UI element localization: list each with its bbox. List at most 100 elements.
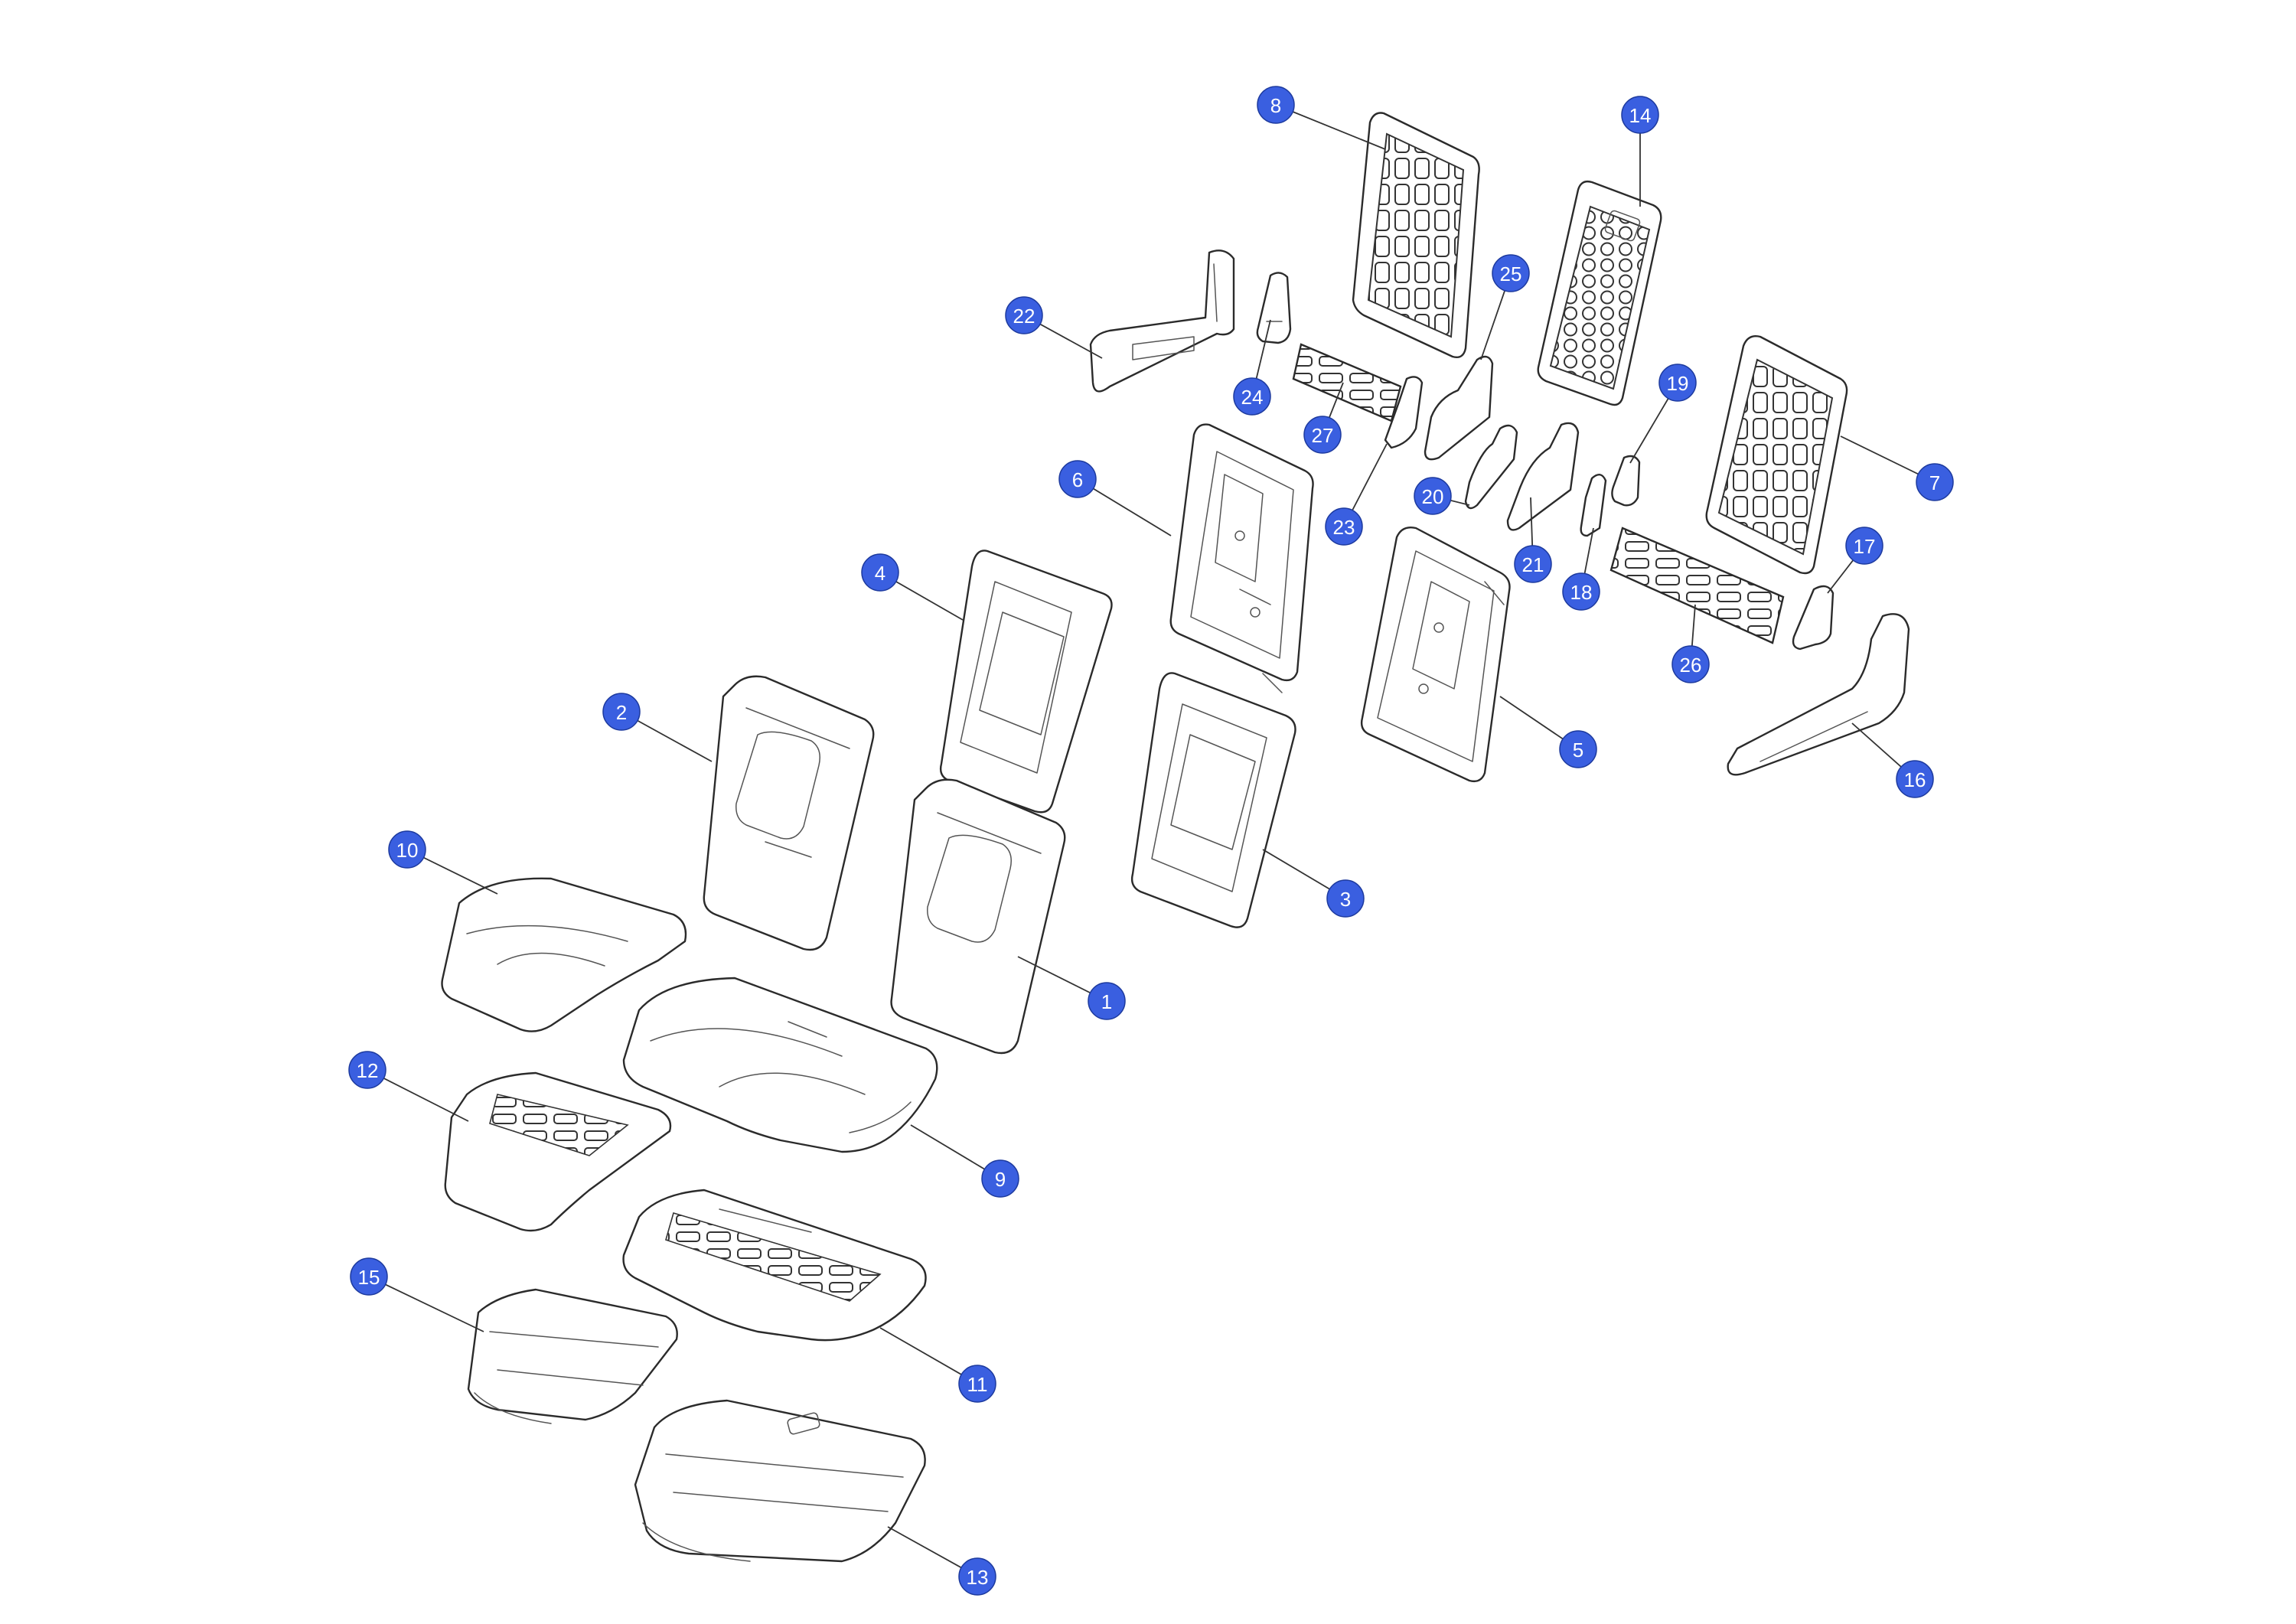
- callout-badge: [1559, 730, 1597, 768]
- callout-badge: [348, 1051, 386, 1089]
- callout-label: 23: [1333, 516, 1355, 539]
- callout-badge: [1303, 416, 1342, 454]
- callout-16: 16: [1896, 760, 1934, 798]
- callout-badge: [1058, 460, 1097, 498]
- part-18-bracket: [1580, 474, 1607, 537]
- part-24-bracket: [1256, 272, 1292, 344]
- part-14-backrest-mesh-panel: [1537, 180, 1662, 406]
- part-19-clip: [1611, 455, 1641, 507]
- callout-label: 14: [1629, 104, 1652, 127]
- callout-23: 23: [1325, 507, 1363, 546]
- callout-6: 6: [1058, 460, 1097, 498]
- callout-badge: [1326, 879, 1365, 918]
- part-4-backrest-pad: [939, 549, 1113, 814]
- callout-19: 19: [1658, 364, 1697, 402]
- callout-label: 19: [1667, 372, 1689, 395]
- part-26-mesh-strip: [1609, 527, 1785, 644]
- callout-badge: [1621, 96, 1659, 134]
- callout-label: 16: [1904, 768, 1926, 791]
- part-8-backrest-rear-panel: [1352, 112, 1480, 359]
- callout-9: 9: [981, 1159, 1019, 1198]
- callout-badge: [602, 693, 641, 731]
- callout-badge: [1514, 545, 1552, 583]
- callout-10: 10: [388, 830, 426, 869]
- callout-label: 12: [357, 1059, 379, 1082]
- part-22-side-trim: [1089, 249, 1235, 393]
- callout-22: 22: [1005, 296, 1043, 334]
- part-17-bracket: [1792, 585, 1835, 651]
- callout-label: 15: [358, 1266, 380, 1289]
- callout-21: 21: [1514, 545, 1552, 583]
- callout-label: 20: [1422, 485, 1444, 508]
- callout-badge: [1492, 254, 1530, 292]
- part-15-cushion-frame: [467, 1288, 678, 1424]
- part-2-backrest-cover: [703, 675, 875, 951]
- callout-label: 7: [1929, 471, 1940, 494]
- callout-label: 27: [1312, 424, 1334, 447]
- callout-13: 13: [958, 1557, 996, 1596]
- callout-20: 20: [1414, 477, 1452, 515]
- callout-5: 5: [1559, 730, 1597, 768]
- part-10-cushion-cover: [441, 877, 687, 1032]
- callout-badge: [1896, 760, 1934, 798]
- part-20-bracket: [1464, 424, 1518, 510]
- callout-8: 8: [1257, 86, 1295, 124]
- callout-badge: [958, 1365, 996, 1403]
- part-7-backrest-rear-panel-right: [1705, 335, 1848, 575]
- part-23-bracket: [1384, 376, 1424, 449]
- callout-badge: [1257, 86, 1295, 124]
- callout-label: 10: [396, 839, 419, 862]
- callout-badge: [1671, 645, 1710, 683]
- callout-18: 18: [1562, 572, 1600, 611]
- callout-badge: [1845, 527, 1883, 565]
- callout-badge: [1088, 982, 1126, 1020]
- callout-badge: [981, 1159, 1019, 1198]
- callout-27: 27: [1303, 416, 1342, 454]
- callout-label: 11: [967, 1373, 988, 1396]
- callout-badge: [1414, 477, 1452, 515]
- callout-badge: [1916, 463, 1954, 501]
- callout-label: 24: [1241, 386, 1264, 409]
- callout-label: 21: [1522, 553, 1544, 576]
- callout-label: 2: [616, 701, 627, 724]
- callout-7: 7: [1916, 463, 1954, 501]
- part-9-cushion-cover: [622, 977, 938, 1153]
- callout-label: 13: [967, 1566, 989, 1589]
- callout-3: 3: [1326, 879, 1365, 918]
- callout-label: 22: [1013, 305, 1035, 328]
- callout-badge: [861, 553, 899, 592]
- callout-badge: [388, 830, 426, 869]
- callout-label: 1: [1101, 990, 1112, 1013]
- callout-25: 25: [1492, 254, 1530, 292]
- part-12-cushion-pad: [444, 1071, 672, 1232]
- callout-2: 2: [602, 693, 641, 731]
- callout-17: 17: [1845, 527, 1883, 565]
- part-1-backrest-cover: [890, 778, 1066, 1055]
- callout-label: 25: [1500, 263, 1522, 285]
- callout-24: 24: [1233, 377, 1271, 416]
- part-3-backrest-pad: [1130, 672, 1296, 928]
- callout-label: 5: [1573, 739, 1583, 761]
- callout-badge: [1233, 377, 1271, 416]
- callout-label: 17: [1854, 535, 1876, 558]
- callout-label: 9: [995, 1168, 1006, 1191]
- callout-label: 4: [875, 562, 885, 585]
- callout-12: 12: [348, 1051, 386, 1089]
- part-21-bracket: [1506, 422, 1580, 531]
- part-13-cushion-frame: [634, 1399, 926, 1563]
- callout-15: 15: [350, 1257, 388, 1296]
- callout-badge: [350, 1257, 388, 1296]
- callout-badge: [958, 1557, 996, 1596]
- callout-1: 1: [1088, 982, 1126, 1020]
- callout-label: 3: [1340, 888, 1351, 911]
- callout-label: 18: [1570, 581, 1593, 604]
- callout-26: 26: [1671, 645, 1710, 683]
- part-16-side-trim: [1727, 613, 1910, 776]
- part-11-cushion-pad: [622, 1189, 927, 1342]
- callout-badge: [1658, 364, 1697, 402]
- callout-11: 11: [958, 1365, 996, 1403]
- callout-label: 6: [1072, 468, 1083, 491]
- callout-4: 4: [861, 553, 899, 592]
